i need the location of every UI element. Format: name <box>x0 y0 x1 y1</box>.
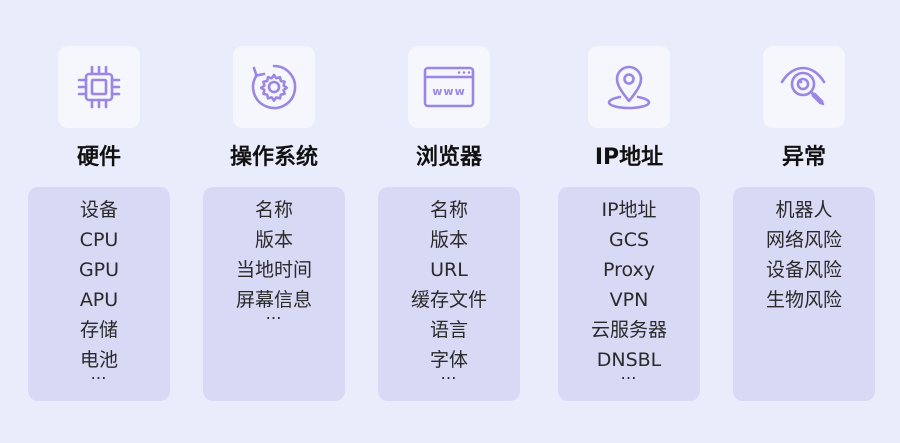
more-ellipsis: … <box>440 364 458 383</box>
category-list: 名称 版本 当地时间 屏幕信息 … <box>203 187 345 401</box>
list-item: 电池 <box>79 349 118 371</box>
more-ellipsis: … <box>90 364 108 383</box>
category-anomaly: 异常 机器人 网络风险 设备风险 生物风险 <box>723 0 875 443</box>
list-item: APU <box>79 289 119 311</box>
more-ellipsis: … <box>620 364 638 383</box>
list-item: 缓存文件 <box>410 289 487 311</box>
list-item: 屏幕信息 <box>235 289 312 311</box>
list-item: 存储 <box>79 319 118 341</box>
location-pin-icon <box>607 65 651 110</box>
category-title: 异常 <box>781 145 826 170</box>
browser-icon-label: www <box>432 85 466 98</box>
list-item: VPN <box>609 289 649 311</box>
eye-magnifier-icon <box>780 66 826 106</box>
chip-icon <box>77 65 121 109</box>
browser-window-icon: www <box>423 66 475 108</box>
list-item: 名称 <box>254 199 293 221</box>
category-hardware: 硬件 设备 CPU GPU APU 存储 电池 … <box>18 0 170 443</box>
gear-refresh-icon <box>251 64 297 110</box>
more-ellipsis: … <box>265 304 283 323</box>
list-item: 云服务器 <box>590 319 667 341</box>
hardware-icon-tile <box>58 46 140 128</box>
list-item: GCS <box>608 229 650 251</box>
category-list: 机器人 网络风险 设备风险 生物风险 <box>733 187 875 401</box>
list-item: 语言 <box>429 319 468 341</box>
list-item: DNSBL <box>596 349 662 371</box>
list-item: 当地时间 <box>235 259 312 281</box>
list-item: 设备风险 <box>765 259 842 281</box>
list-item: 网络风险 <box>765 229 842 251</box>
category-title: 操作系统 <box>229 145 318 170</box>
list-item: CPU <box>79 229 119 251</box>
list-item: 机器人 <box>775 199 833 221</box>
ip-icon-tile <box>588 46 670 128</box>
category-title: 浏览器 <box>415 145 482 170</box>
anomaly-icon-tile <box>763 46 845 128</box>
list-item: 版本 <box>254 229 293 251</box>
category-ip: IP地址 IP地址 GCS Proxy VPN 云服务器 DNSBL … <box>548 0 700 443</box>
list-item: 版本 <box>429 229 468 251</box>
list-item: Proxy <box>602 259 656 281</box>
os-icon-tile <box>233 46 315 128</box>
category-browser: www 浏览器 名称 版本 URL 缓存文件 语言 字体 … <box>368 0 520 443</box>
category-title: 硬件 <box>76 145 121 170</box>
category-title: IP地址 <box>594 145 664 170</box>
list-item: IP地址 <box>601 199 657 221</box>
list-item: URL <box>430 259 468 281</box>
list-item: 生物风险 <box>765 289 842 311</box>
list-item: 字体 <box>429 349 468 371</box>
category-os: 操作系统 名称 版本 当地时间 屏幕信息 … <box>193 0 345 443</box>
category-list: 名称 版本 URL 缓存文件 语言 字体 … <box>378 187 520 401</box>
category-list: IP地址 GCS Proxy VPN 云服务器 DNSBL … <box>558 187 700 401</box>
list-item: GPU <box>78 259 120 281</box>
list-item: 设备 <box>79 199 118 221</box>
list-item: 名称 <box>429 199 468 221</box>
browser-icon-tile: www <box>408 46 490 128</box>
category-list: 设备 CPU GPU APU 存储 电池 … <box>28 187 170 401</box>
